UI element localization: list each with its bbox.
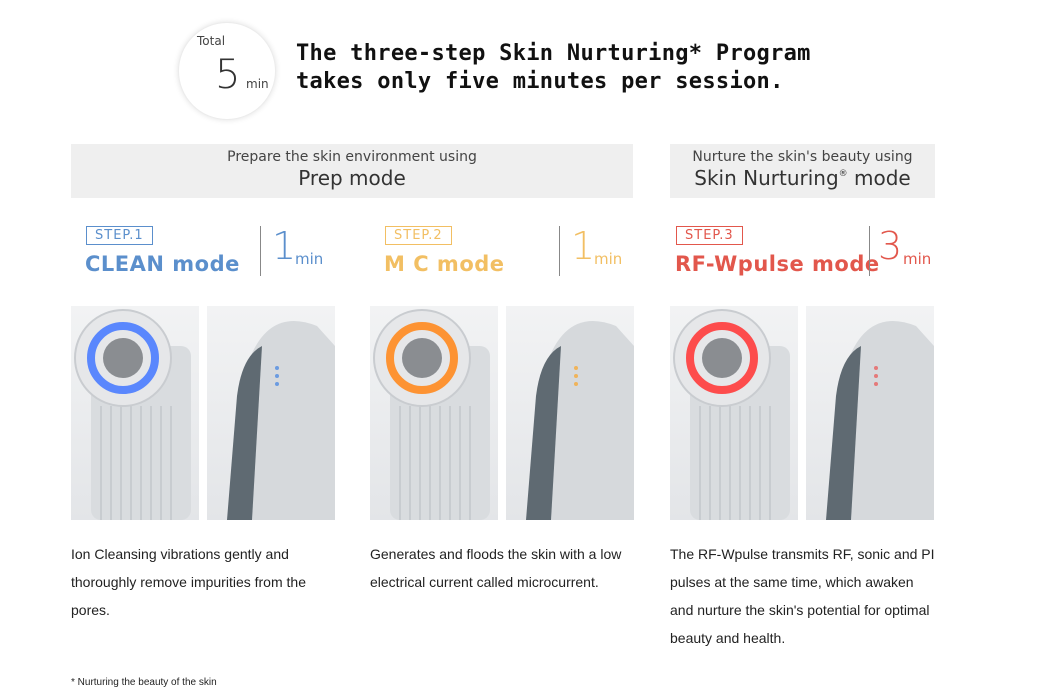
step-2-mode-name: M C mode [384,252,505,276]
badge-unit: min [246,77,269,91]
step-1-tag: STEP.1 [86,226,153,245]
prep-mode-banner: Prepare the skin environment using Prep … [71,144,633,198]
step-1-divider [260,226,261,276]
device-side-icon [207,306,335,520]
banner-title: Skin Nurturing® mode [694,166,911,190]
step-3-description: The RF-Wpulse transmits RF, sonic and PI… [670,546,935,646]
step-2-tag: STEP.2 [385,226,452,245]
step-3-divider [869,226,870,276]
step-1-mode-name: CLEAN mode [85,252,240,276]
banner-subtitle: Prepare the skin environment using [227,149,477,165]
step-1-description: Ion Cleansing vibrations gently and thor… [71,546,306,618]
step-2-duration-unit: min [594,250,623,268]
device-front-blue-light-icon [71,306,199,520]
nurturing-mode-banner: Nurture the skin's beauty using Skin Nur… [670,144,935,198]
device-front-red-light-icon [670,306,798,520]
registered-mark: ® [838,169,848,179]
badge-total-label: Total [197,34,226,48]
step-2-divider [559,226,560,276]
headline-line-1: The three-step Skin Nurturing* Program [296,41,811,66]
step-2-description: Generates and floods the skin with a low… [370,546,622,590]
banner-title: Prep mode [298,166,406,190]
step-2-duration: 1 [571,224,596,268]
step-1-duration: 1 [272,224,297,268]
banner-subtitle: Nurture the skin's beauty using [692,149,913,165]
device-side-icon [506,306,634,520]
device-front-orange-light-icon [370,306,498,520]
step-3-duration-unit: min [903,250,932,268]
step-3-duration: 3 [878,224,903,268]
device-side-icon [806,306,934,520]
step-3-mode-name: RF-Wpulse mode [675,252,880,276]
step-3-tag: STEP.3 [676,226,743,245]
footnote: * Nurturing the beauty of the skin [71,677,217,688]
total-time-badge: Total 5 min [178,22,276,120]
badge-number: 5 [215,52,241,98]
step-1-duration-unit: min [295,250,324,268]
headline-line-2: takes only five minutes per session. [296,69,784,94]
page-headline: The three-step Skin Nurturing* Program t… [296,40,811,96]
